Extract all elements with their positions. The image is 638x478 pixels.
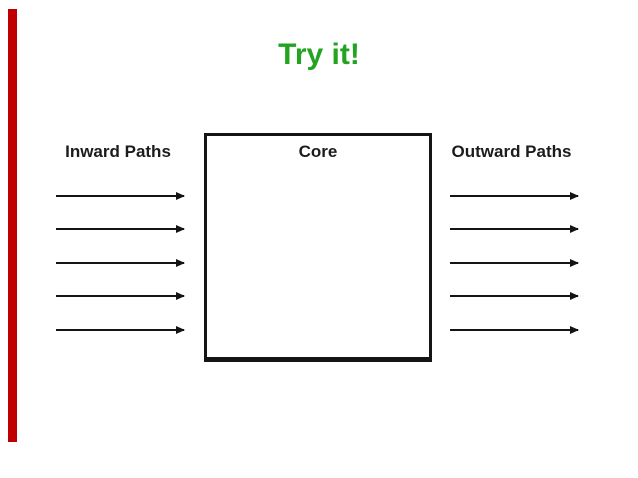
outward-arrow xyxy=(450,259,579,267)
arrowhead-right-icon xyxy=(570,192,579,200)
arrowhead-right-icon xyxy=(176,192,185,200)
arrowhead-right-icon xyxy=(176,326,185,334)
outward-arrow xyxy=(450,292,579,300)
core-box: Core xyxy=(204,133,432,362)
inward-arrow xyxy=(56,326,185,334)
arrowhead-right-icon xyxy=(176,292,185,300)
arrowhead-right-icon xyxy=(570,326,579,334)
outward-arrows-group xyxy=(450,0,579,478)
outward-arrow xyxy=(450,192,579,200)
inward-arrow xyxy=(56,192,185,200)
inward-arrow xyxy=(56,292,185,300)
core-label: Core xyxy=(298,142,338,161)
inward-arrow xyxy=(56,225,185,233)
outward-arrow xyxy=(450,225,579,233)
outward-paths-label: Outward Paths xyxy=(451,142,572,161)
arrowhead-right-icon xyxy=(570,292,579,300)
arrowhead-right-icon xyxy=(176,259,185,267)
inward-paths-label: Inward Paths xyxy=(65,142,171,161)
arrowhead-right-icon xyxy=(570,259,579,267)
inward-arrow xyxy=(56,259,185,267)
arrowhead-right-icon xyxy=(570,225,579,233)
outward-arrow xyxy=(450,326,579,334)
left-accent-bar xyxy=(8,9,17,442)
arrowhead-right-icon xyxy=(176,225,185,233)
inward-arrows-group xyxy=(56,0,185,478)
slide-title: Try it! xyxy=(278,38,360,71)
